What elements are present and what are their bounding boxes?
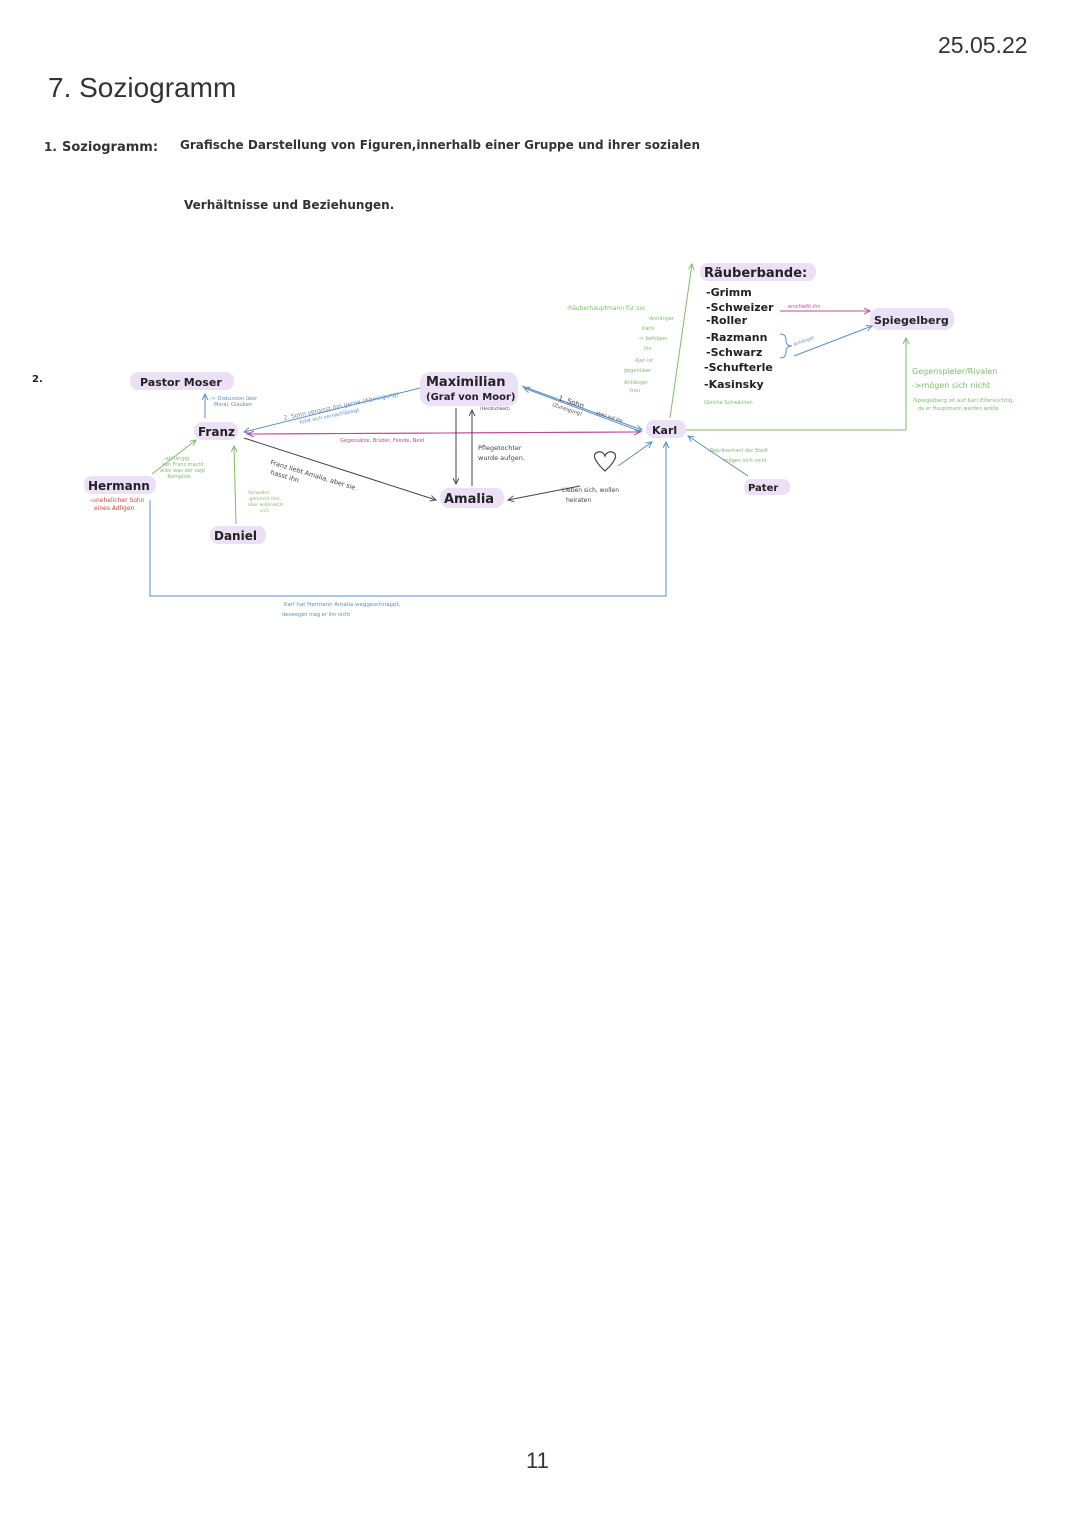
label-max-amalia-2: wurde aufgen. — [478, 454, 525, 462]
karl-maximilian-arrow — [524, 388, 643, 433]
label-hermann-franz-4: -Komplize — [166, 474, 190, 480]
page-title: 7. Soziogramm — [48, 72, 237, 103]
maximilian-franz-arrow — [244, 387, 421, 432]
daniel-highlight — [210, 526, 266, 544]
label-max-karl-3: stolz auf ihn — [595, 410, 623, 424]
franz-amalia-arrow — [243, 437, 436, 500]
karl-bande-arrow — [669, 264, 692, 419]
bande-member: -Kasinsky — [704, 378, 764, 391]
label-karl-bande-2: -Anhänger — [648, 316, 675, 322]
node-karl: Karl — [652, 424, 677, 437]
amalia-karl-arrow — [617, 442, 652, 467]
label-spiegel-2: ->mögen sich nicht — [912, 381, 990, 390]
label-hermann-karl-2: deswegen mag er ihn nicht — [282, 612, 350, 618]
node-daniel: Daniel — [214, 529, 257, 543]
bande-member: -Schufterle — [704, 361, 773, 374]
label-hermann-franz-3: alles was der sagt — [160, 468, 205, 474]
bande-member: -Razmann — [706, 331, 767, 344]
pastor-highlight — [130, 372, 234, 390]
label-pater-1: -Repräsentant der Stadt — [708, 448, 768, 454]
bande-member: -Grimm — [706, 286, 752, 299]
definition-line2: Verhältnisse und Beziehungen. — [184, 198, 395, 212]
label-schweizer-spiegelberg: erschießt ihn — [788, 304, 821, 310]
definition-line1: Grafische Darstellung von Figuren,innerh… — [180, 138, 700, 152]
amalia-highlight — [440, 488, 504, 508]
franz-highlight — [194, 422, 238, 440]
label-karl-bande-5: ihn — [644, 346, 652, 352]
definition-term: Soziogramm: — [62, 140, 159, 155]
pater-karl-arrow — [688, 436, 749, 477]
node-amalia: Amalia — [444, 492, 494, 507]
node-maximilian-sub: (Graf von Moor) — [426, 392, 515, 403]
pater-highlight — [744, 479, 790, 495]
karl-franz-arrow — [248, 432, 641, 434]
label-max-sub: (Herzlichkeit) — [480, 406, 510, 412]
node-raeuberbande: Räuberbande: — [704, 266, 807, 281]
daniel-franz-arrow — [234, 446, 236, 525]
bande-member: -Schwarz — [706, 346, 762, 359]
karl-amalia-arrow — [508, 485, 581, 500]
bande-member: -Roller — [706, 314, 748, 327]
hermann-highlight — [84, 476, 156, 494]
node-pater: Pater — [748, 483, 778, 494]
bande-spiegelberg-arrow — [793, 326, 872, 357]
label-pater-2: -mögen sich nicht — [722, 458, 767, 464]
label-karl-bande-3: Karls — [642, 326, 655, 332]
node-hermann: Hermann — [88, 479, 150, 493]
label-amalia-karl-1: Lieben sich, wollen — [562, 487, 619, 494]
label-spiegel-1: Gegenspieler/Rivalen — [912, 367, 997, 376]
label-franz-karl: Gegensätze, Brüder, Feinde, Neid — [340, 438, 424, 444]
heart-icon — [593, 451, 617, 472]
node-maximilian: Maximilian — [426, 375, 506, 390]
definition-number: 1. — [44, 140, 57, 154]
label-pastor-franz-1: -> Diskussion über — [210, 396, 258, 402]
label-pastor-franz-2: Moral, Glauben — [214, 402, 252, 408]
hermann-franz-arrow — [151, 440, 196, 475]
label-max-amalia-1: Pflegetochter — [478, 444, 522, 452]
date: 25.05.22 — [938, 32, 1028, 58]
label-amalia-karl-2: heiraten — [566, 497, 591, 504]
maximilian-highlight — [420, 372, 518, 406]
node-franz: Franz — [198, 425, 235, 439]
label-spiegel-3: -Spiegelberg ist auf Karl Eifersüchtig, — [912, 398, 1014, 404]
label-kasinsky-note: Gleiche Schwächen — [704, 400, 753, 406]
page-number: 11 — [526, 1448, 549, 1473]
maximilian-karl-arrow — [521, 385, 642, 430]
label-karl-bande-8: Anhänger — [624, 380, 649, 386]
section-number: 2. — [32, 374, 43, 385]
bande-member: -Schweizer — [706, 301, 774, 314]
bande-bracket — [779, 333, 793, 359]
label-daniel-franz-4: sich — [260, 508, 269, 514]
label-karl-bande-4: -> befolgen — [638, 336, 667, 342]
raeuberbande-highlight — [700, 263, 816, 281]
spiegelberg-highlight — [870, 308, 954, 330]
hermann-karl-line — [149, 442, 666, 597]
label-daniel-franz-2: -gehorcht ihm, — [248, 496, 281, 502]
label-hermann-karl-1: Karl hat Hermann Amalia weggeschnappt, — [284, 602, 401, 608]
node-spiegelberg: Spiegelberg — [874, 314, 949, 327]
hermann-sub2: eines Adligen — [94, 505, 135, 512]
label-karl-bande-9: treu — [630, 388, 640, 394]
label-daniel-franz-3: aber widersetzt — [248, 502, 283, 508]
label-karl-bande-7: gegenüber — [624, 368, 652, 374]
node-pastor-moser: Pastor Moser — [140, 376, 222, 389]
label-karl-bande-1: -Räuberhauptmann für sie — [566, 305, 645, 312]
label-hermann-franz-2: von Franz macht — [162, 462, 204, 468]
label-hermann-franz-1: -abhängig — [164, 456, 189, 462]
label-spiegel-4: da er Hauptmann werden wollte — [918, 406, 999, 412]
label-karl-bande-6: -Karl ist — [634, 358, 653, 364]
label-anhaenger: Anhänger — [793, 335, 816, 348]
karl-highlight — [646, 420, 686, 438]
hermann-sub1: -unehelicher Sohn — [90, 497, 145, 504]
label-daniel-franz-1: Verwalter — [248, 490, 270, 496]
